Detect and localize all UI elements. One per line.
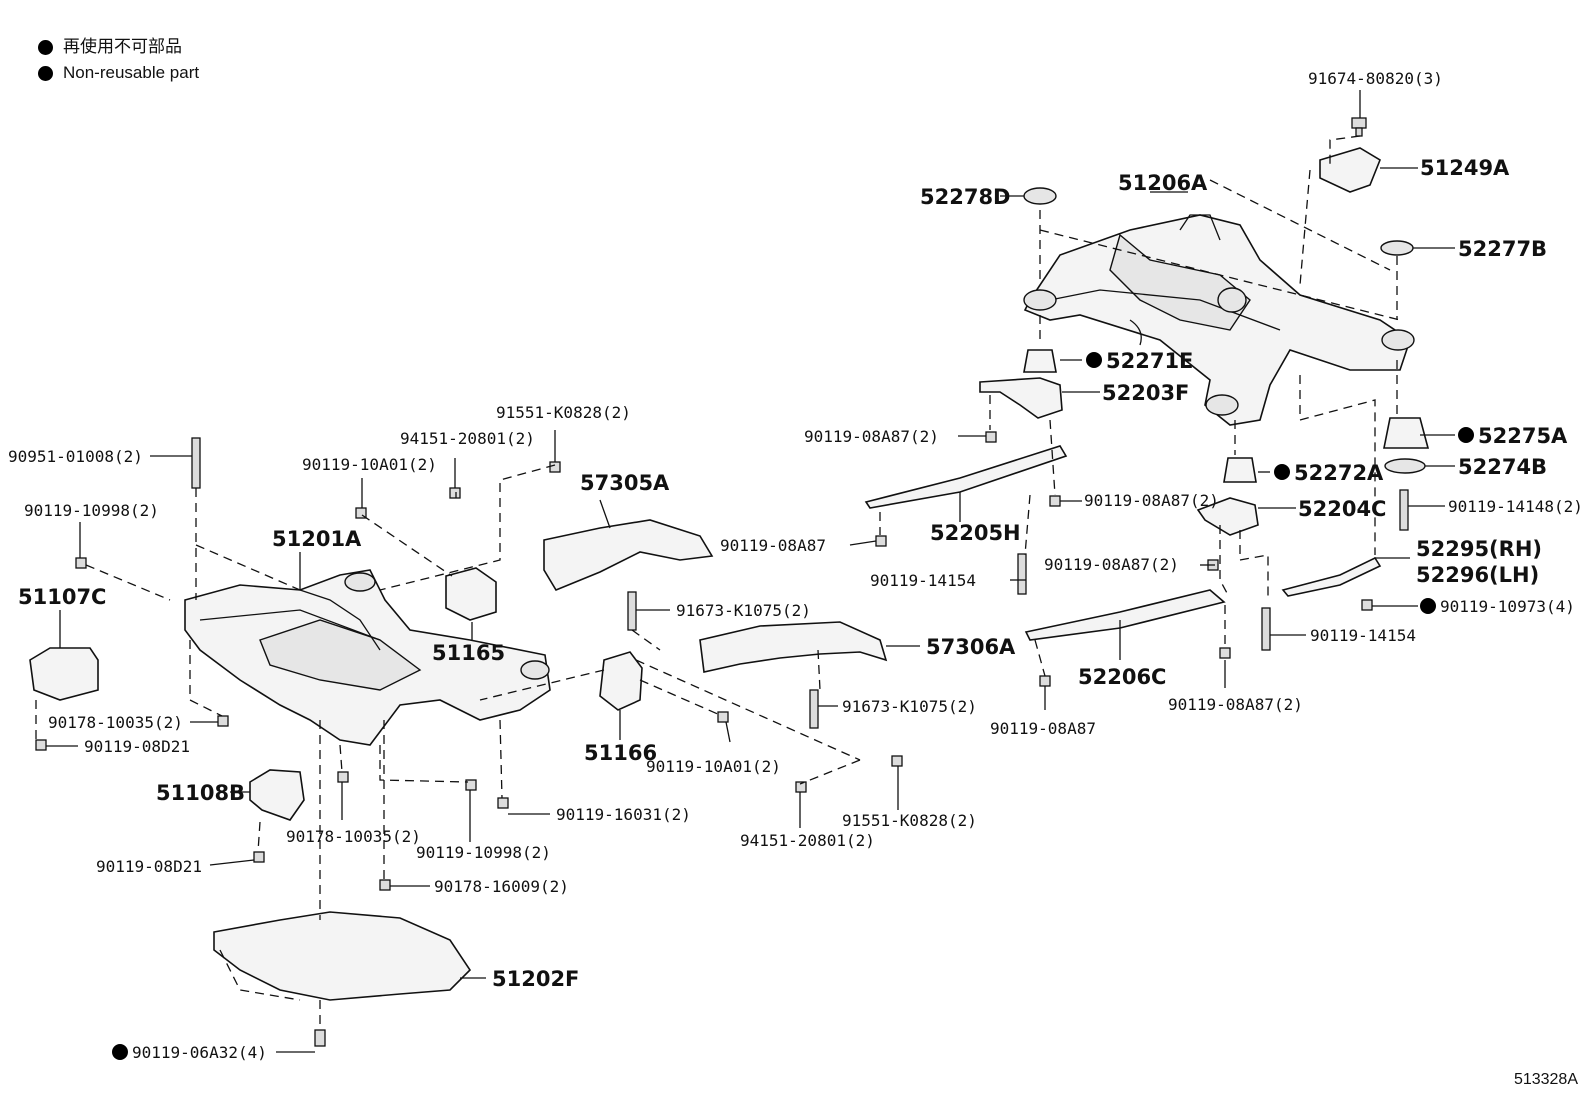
washer-52278d: [1023, 187, 1057, 205]
brace-52205h: [864, 445, 1068, 509]
non-reusable-marker-icon: [1086, 352, 1102, 368]
rear-bolts: [875, 431, 1409, 687]
label-91674-80820: 91674-80820(3): [1308, 69, 1443, 88]
label-51108b: 51108B: [156, 781, 245, 805]
label-51249a: 51249A: [1420, 156, 1510, 180]
label-90119-08a87-a: 90119-08A87: [720, 536, 826, 555]
front-suspension-member: [184, 569, 551, 746]
bolt-91674-80820: [1351, 117, 1367, 137]
label-52204c: 52204C: [1298, 497, 1386, 521]
brace-52206c: [1024, 589, 1226, 641]
non-reusable-marker-icon: [1420, 598, 1436, 614]
legend-row-ja: 再使用不可部品: [38, 34, 199, 60]
label-51165: 51165: [432, 641, 505, 665]
label-90119-08a87-2-d: 90119-08A87(2): [1168, 695, 1303, 714]
non-reusable-marker-icon: [1274, 464, 1290, 480]
label-52275a: 52275A: [1478, 424, 1568, 448]
part-labels: 91674-80820(3) 51249A 51206A 52278D 5227…: [8, 69, 1583, 1062]
label-52205h: 52205H: [930, 521, 1021, 545]
legend-text-en: Non-reusable part: [63, 63, 200, 82]
label-90119-10a01-a: 90119-10A01(2): [302, 455, 437, 474]
label-52278d: 52278D: [920, 185, 1011, 209]
label-90119-08a87-2-c: 90119-08A87(2): [1044, 555, 1179, 574]
label-90119-06a32: 90119-06A32(4): [132, 1043, 267, 1062]
label-51166: 51166: [584, 741, 657, 765]
cushion-52271e: [1023, 349, 1057, 373]
non-reusable-marker-icon: [112, 1044, 128, 1060]
label-52271e: 52271E: [1106, 349, 1193, 373]
washer-52274b: [1384, 458, 1426, 474]
bracket-51166: [599, 651, 643, 711]
label-94151-20801-b: 94151-20801(2): [740, 831, 875, 850]
label-52295: 52295(RH): [1416, 537, 1542, 561]
label-90119-14154-b: 90119-14154: [1310, 626, 1416, 645]
label-52203f: 52203F: [1102, 381, 1189, 405]
mount-51108b: [249, 769, 305, 821]
label-57306a: 57306A: [926, 635, 1016, 659]
label-91673-k1075-a: 91673-K1075(2): [676, 601, 811, 620]
legend-row-en: Non-reusable part: [38, 60, 199, 86]
label-52277b: 52277B: [1458, 237, 1547, 261]
bracket-51165: [445, 567, 497, 621]
legend: 再使用不可部品 Non-reusable part: [38, 34, 199, 86]
non-reusable-marker-icon: [1458, 427, 1474, 443]
label-90119-08a87-2-a: 90119-08A87(2): [804, 427, 939, 446]
non-reusable-marker-icon: [38, 39, 53, 55]
label-90119-10a01-b: 90119-10A01(2): [646, 757, 781, 776]
label-90119-14148: 90119-14148(2): [1448, 497, 1583, 516]
label-90119-10998-b: 90119-10998(2): [416, 843, 551, 862]
cushion-52275a: [1383, 417, 1430, 449]
label-52272a: 52272A: [1294, 461, 1384, 485]
label-90119-16031: 90119-16031(2): [556, 805, 691, 824]
label-52296: 52296(LH): [1416, 563, 1539, 587]
label-51107c: 51107C: [18, 585, 106, 609]
cover-51202f: [213, 911, 472, 1001]
cushion-52272a: [1223, 457, 1257, 483]
brace-57306a: [699, 621, 888, 673]
bracket-51249a: [1319, 147, 1381, 193]
front-bolts: [35, 437, 903, 1047]
label-90178-16009: 90178-16009(2): [434, 877, 569, 896]
label-90119-08a87-2-b: 90119-08A87(2): [1084, 491, 1219, 510]
leader-lines: [46, 90, 1455, 1053]
label-90119-10973: 90119-10973(4): [1440, 597, 1575, 616]
bracket-52295-52296: [1281, 556, 1382, 597]
figure-number: 513328A: [1513, 1071, 1578, 1088]
legend-text-ja: 再使用不可部品: [63, 37, 182, 56]
label-90119-08d21-b: 90119-08D21: [96, 857, 202, 876]
label-57305a: 57305A: [580, 471, 670, 495]
stopper-52203f: [979, 377, 1063, 419]
label-51201a: 51201A: [272, 527, 362, 551]
washer-52277b: [1380, 240, 1414, 256]
label-90119-08a87-b: 90119-08A87: [990, 719, 1096, 738]
label-51202f: 51202F: [492, 967, 579, 991]
label-51206a: 51206A: [1118, 171, 1208, 195]
label-52274b: 52274B: [1458, 455, 1547, 479]
label-91551-k0828-b: 91551-K0828(2): [842, 811, 977, 830]
label-90178-10035-b: 90178-10035(2): [286, 827, 421, 846]
stopper-52204c: [1196, 497, 1259, 536]
label-91551-k0828-a: 91551-K0828(2): [496, 403, 631, 422]
mount-51107c: [29, 647, 99, 701]
assembly-lines: [35, 135, 1401, 1030]
label-90119-08d21-a: 90119-08D21: [84, 737, 190, 756]
label-90119-10998-a: 90119-10998(2): [24, 501, 159, 520]
non-reusable-marker-icon: [38, 65, 53, 81]
rear-suspension-member: [1023, 214, 1415, 426]
label-94151-20801-a: 94151-20801(2): [400, 429, 535, 448]
label-90951-01008: 90951-01008(2): [8, 447, 143, 466]
label-90178-10035-a: 90178-10035(2): [48, 713, 183, 732]
label-91673-k1075-b: 91673-K1075(2): [842, 697, 977, 716]
label-52206c: 52206C: [1078, 665, 1166, 689]
brace-57305a: [543, 519, 714, 592]
label-90119-14154-a: 90119-14154: [870, 571, 976, 590]
